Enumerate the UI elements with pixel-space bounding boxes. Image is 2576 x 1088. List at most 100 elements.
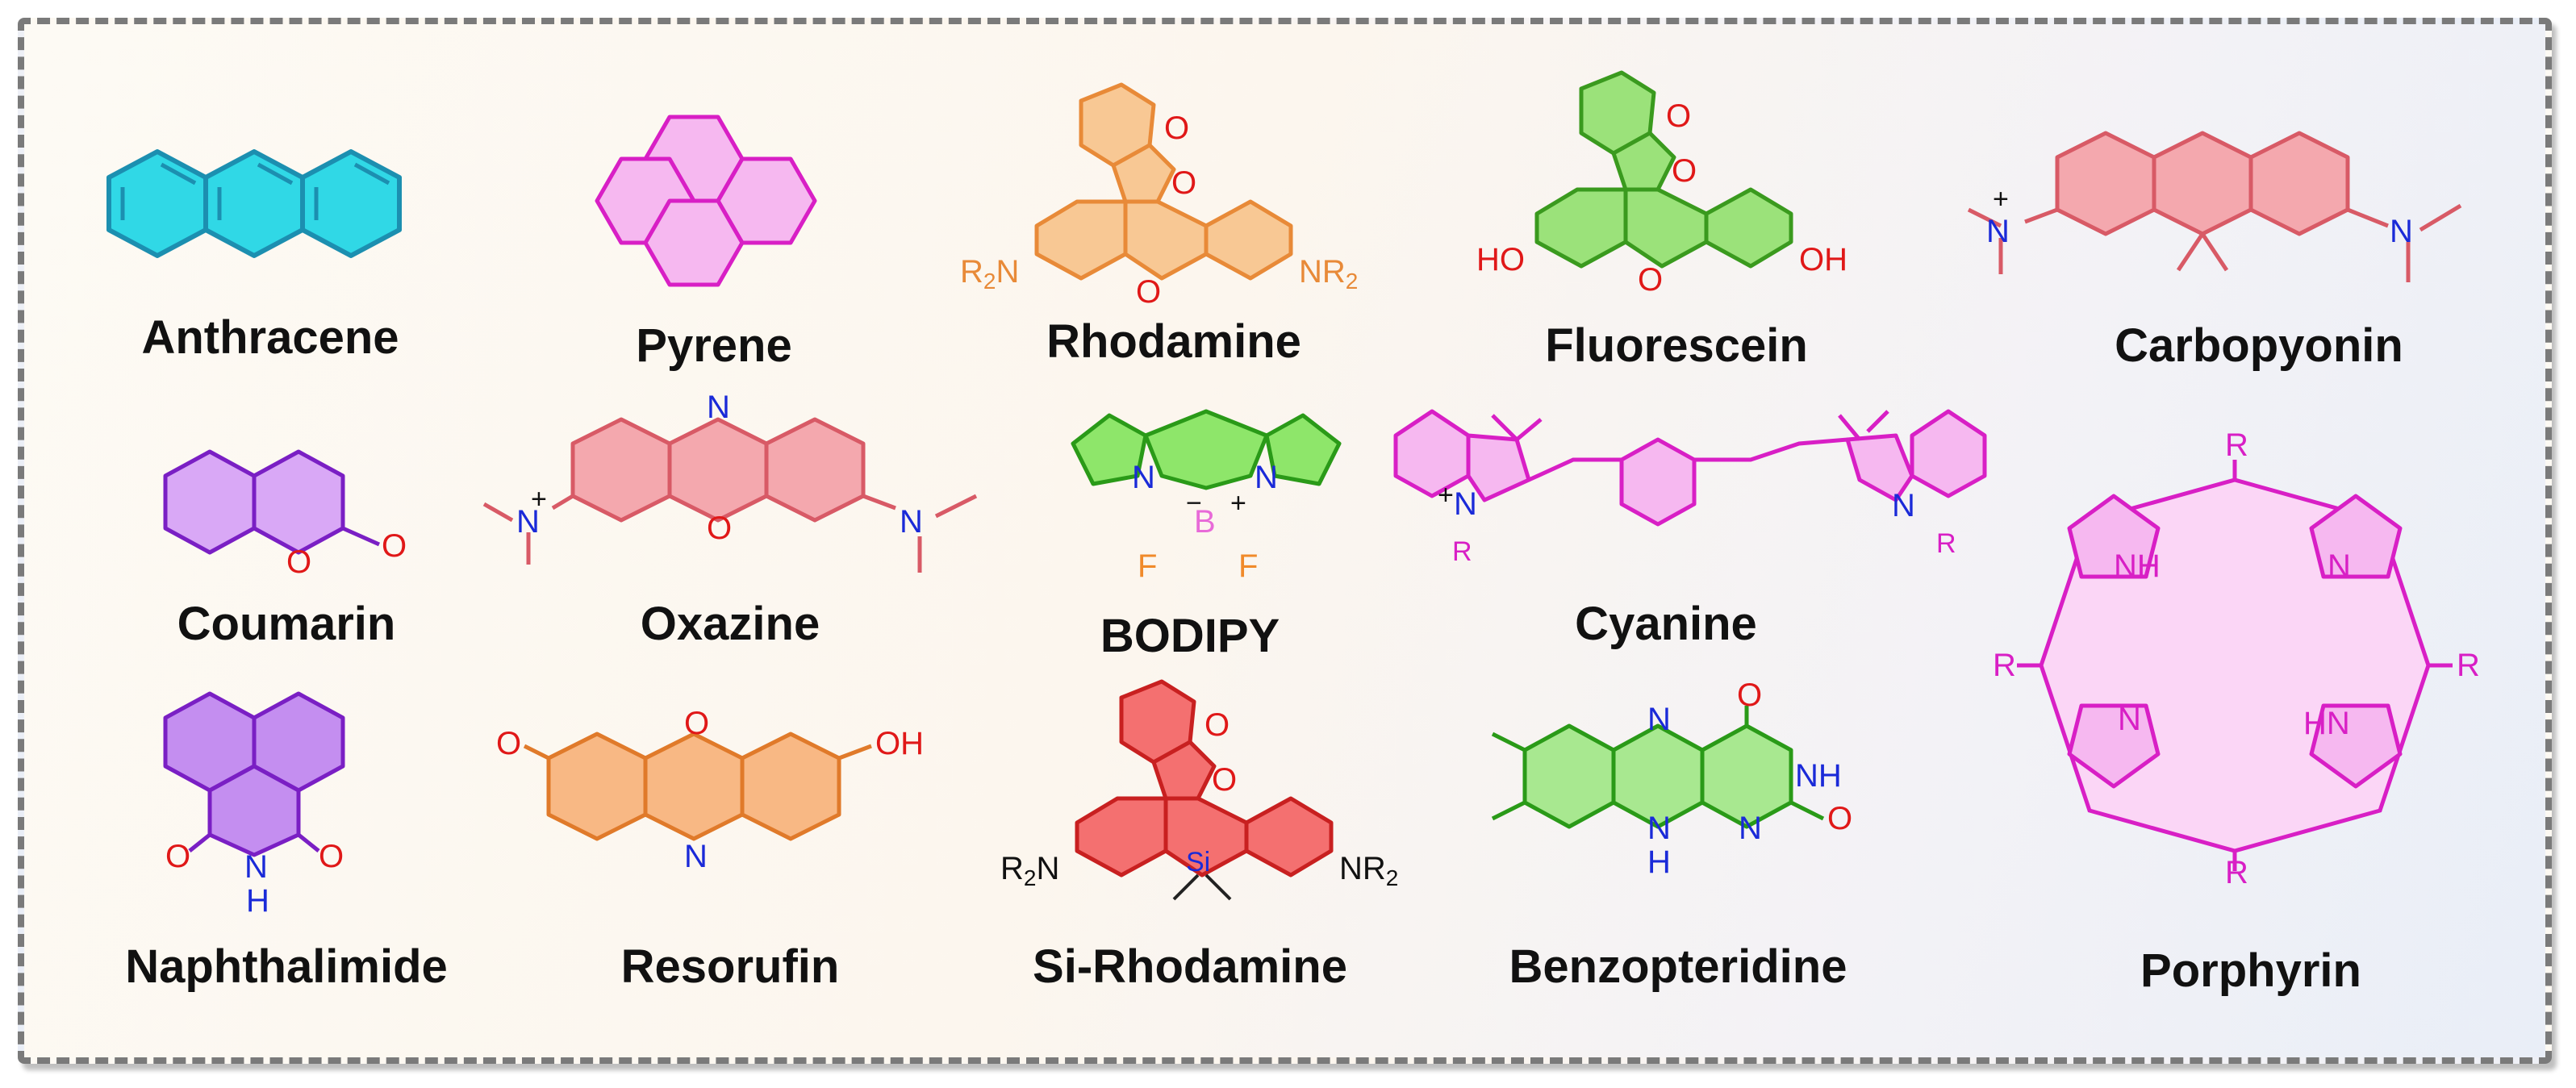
bodipy-plus: + — [1230, 488, 1246, 519]
benzopteridine-label: Benzopteridine — [1509, 940, 1847, 993]
cyanine-n1: N — [1454, 486, 1477, 522]
rhodamine-svg: O O O R2N NR2 — [960, 82, 1358, 310]
bodipy-minus: − — [1186, 488, 1202, 519]
porphyrin-r-bottom: R — [2225, 855, 2248, 890]
si-rhodamine-si: Si — [1186, 847, 1210, 877]
fluorescein-svg: O O O HO OH — [1476, 70, 1847, 298]
oxazine-label: Oxazine — [640, 598, 820, 650]
cyanine-label: Cyanine — [1575, 598, 1757, 650]
benzopteridine-n1: N — [1647, 702, 1671, 737]
bodipy-f1: F — [1138, 548, 1157, 584]
benzopteridine-structure: N N N H O O NH — [1476, 677, 1928, 903]
fluorescein-o1: O — [1666, 98, 1691, 134]
porphyrin-nh: NH — [2114, 548, 2161, 584]
rhodamine-r2n: R2N — [960, 254, 1019, 294]
naphthalimide-h: H — [246, 883, 269, 919]
benzopteridine-n2: N — [1647, 811, 1671, 846]
naphthalimide-n: N — [244, 849, 268, 885]
bodipy-label: BODIPY — [1100, 610, 1280, 662]
benzopteridine-o2: O — [1827, 801, 1852, 836]
oxazine-structure: N O N + N — [482, 387, 1017, 589]
pyrene-structure — [593, 109, 843, 311]
benzopteridine-nh: NH — [1795, 758, 1842, 794]
rhodamine-o1: O — [1164, 110, 1189, 146]
resorufin-oh: OH — [875, 726, 924, 761]
bodipy-f2: F — [1238, 548, 1258, 584]
porphyrin-n1: N — [2328, 548, 2351, 584]
si-rhodamine-structure: O O Si R2N NR2 — [1000, 677, 1428, 919]
benzopteridine-svg: N N N H O O NH — [1491, 677, 1852, 880]
fluorescein-o3: O — [1638, 262, 1663, 298]
resorufin-o1: O — [496, 726, 521, 761]
anthracene-structure — [97, 145, 436, 274]
resorufin-n: N — [684, 839, 708, 874]
cyanine-svg: N + R N R — [1393, 409, 1987, 567]
oxazine-o: O — [707, 511, 732, 546]
bodipy-svg: N N B F F + − — [1071, 409, 1342, 584]
resorufin-structure: O O N OH — [492, 706, 992, 895]
porphyrin-svg: NH N N HN R R R R — [1993, 427, 2480, 890]
naphthalimide-label: Naphthalimide — [125, 940, 448, 993]
porphyrin-r-top: R — [2225, 427, 2248, 463]
si-rhodamine-nr2: NR2 — [1339, 851, 1398, 890]
si-rhodamine-label: Si-Rhodamine — [1033, 940, 1347, 993]
pyrene-svg — [595, 115, 817, 287]
cyanine-n2: N — [1892, 488, 1915, 523]
rhodamine-o3: O — [1136, 274, 1161, 310]
naphthalimide-o2: O — [319, 839, 344, 874]
cyanine-plus: + — [1438, 480, 1454, 511]
oxazine-n2: N — [900, 504, 923, 540]
porphyrin-hn: HN — [2303, 706, 2350, 741]
naphthalimide-structure: O O N H — [149, 686, 399, 919]
porphyrin-label: Porphyrin — [2140, 944, 2361, 997]
benzopteridine-o1: O — [1737, 677, 1762, 713]
carbopyonin-structure: N + N — [1967, 121, 2525, 315]
pyrene-label: Pyrene — [636, 319, 792, 372]
coumarin-structure: O O — [157, 440, 424, 593]
oxazine-n1: N — [707, 390, 730, 425]
oxazine-svg: N O N + N — [482, 390, 978, 573]
si-rhodamine-r2n: R2N — [1000, 851, 1059, 890]
porphyrin-r-left: R — [1993, 648, 2016, 683]
rhodamine-structure: O O O R2N NR2 — [960, 81, 1388, 323]
cyanine-r2: R — [1936, 528, 1956, 559]
bodipy-n1: N — [1132, 460, 1155, 495]
rhodamine-o2: O — [1171, 165, 1196, 201]
coumarin-o2: O — [382, 528, 407, 564]
anthracene-svg — [106, 149, 402, 258]
si-rhodamine-o1: O — [1204, 707, 1230, 743]
carbopyonin-plus: + — [1993, 184, 2009, 215]
fluorescein-o2: O — [1672, 153, 1697, 189]
porphyrin-r-right: R — [2457, 648, 2480, 683]
fluorescein-structure: O O O HO OH — [1468, 69, 1856, 311]
anthracene-label: Anthracene — [141, 311, 399, 364]
resorufin-o2: O — [684, 706, 709, 741]
bodipy-structure: N N B F F + − — [1057, 395, 1355, 597]
carbopyonin-label: Carbopyonin — [2115, 319, 2403, 372]
cyanine-r1: R — [1452, 536, 1472, 567]
oxazine-plus: + — [531, 484, 547, 515]
resorufin-svg: O O N OH — [496, 706, 924, 874]
coumarin-label: Coumarin — [177, 598, 396, 650]
coumarin-o1: O — [286, 544, 311, 580]
benzopteridine-h: H — [1647, 844, 1671, 880]
si-rhodamine-svg: O O Si R2N NR2 — [1000, 679, 1398, 901]
oxazine-n3: N — [516, 504, 540, 540]
cyanine-structure: N + R N R — [1388, 395, 2001, 589]
fluorescein-label: Fluorescein — [1545, 319, 1808, 372]
bodipy-n2: N — [1255, 460, 1278, 495]
fluorescein-oh: OH — [1799, 242, 1847, 277]
resorufin-label: Resorufin — [620, 940, 840, 993]
naphthalimide-o1: O — [165, 839, 190, 874]
benzopteridine-n3: N — [1739, 811, 1762, 846]
porphyrin-n2: N — [2118, 702, 2141, 737]
fluorescein-ho: HO — [1476, 242, 1525, 277]
carbopyonin-svg: N + N — [1967, 131, 2462, 282]
carbopyonin-n2: N — [2390, 214, 2413, 249]
rhodamine-label: Rhodamine — [1046, 315, 1301, 368]
bodipy-b: B — [1194, 504, 1216, 540]
carbopyonin-n1: N — [1986, 214, 2010, 249]
naphthalimide-svg: O O N H — [163, 691, 345, 919]
si-rhodamine-o2: O — [1212, 762, 1237, 798]
rhodamine-nr2: NR2 — [1299, 254, 1358, 294]
